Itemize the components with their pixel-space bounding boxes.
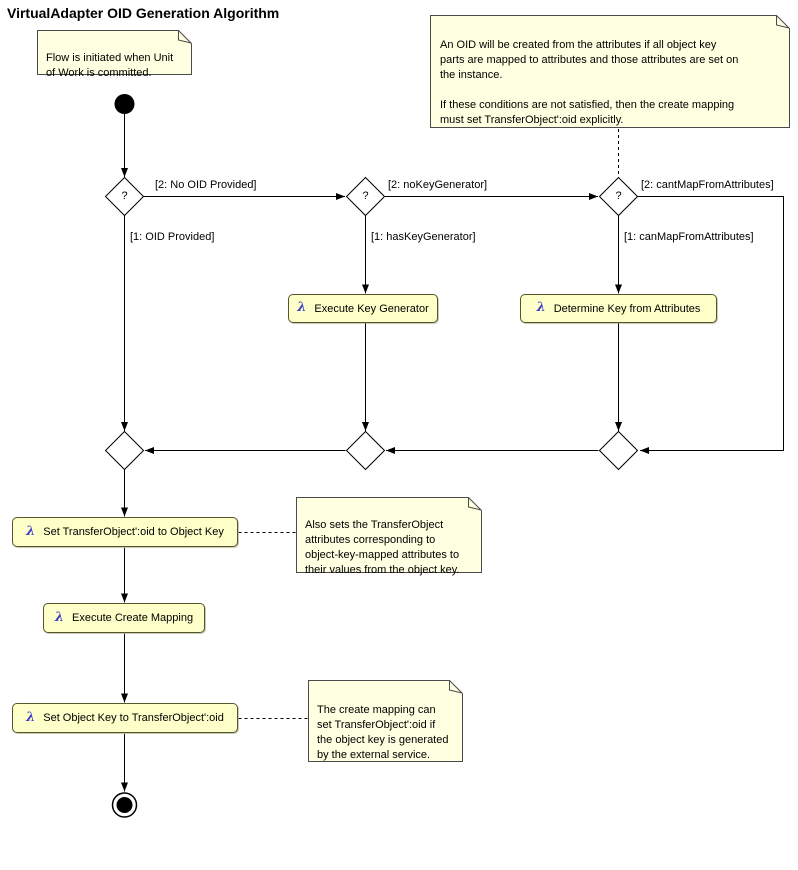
merge-node-1	[104, 430, 145, 471]
guard-label-no-key-generator: [2: noKeyGenerator]	[388, 179, 488, 191]
action-label: Determine Key from Attributes	[553, 302, 701, 315]
merge-node-2	[345, 430, 386, 471]
action-set-object-key-to-oid: λ Set Object Key to TransferObject':oid	[12, 703, 238, 733]
question-mark: ?	[362, 190, 369, 202]
action-label: Execute Key Generator	[314, 302, 429, 315]
note-anchor-edges	[238, 129, 619, 719]
guard-label-no-oid-provided: [2: No OID Provided]	[155, 179, 257, 191]
action-label: Execute Create Mapping	[72, 612, 194, 624]
decision-key-generator	[345, 176, 386, 217]
lambda-icon: λ	[297, 300, 307, 315]
note-create-mapping-can-set-oid: The create mapping can set TransferObjec…	[308, 680, 463, 762]
lambda-icon: λ	[536, 300, 546, 315]
diagram-title: VirtualAdapter OID Generation Algorithm	[7, 5, 280, 21]
action-label: Set Object Key to TransferObject':oid	[43, 712, 224, 724]
action-label: Set TransferObject':oid to Object Key	[43, 526, 224, 538]
action-set-oid-to-object-key: λ Set TransferObject':oid to Object Key	[12, 517, 238, 547]
note-fold-icon	[449, 680, 463, 694]
control-flow-edges	[121, 114, 784, 792]
note-flow-initiated: Flow is initiated when Unit of Work is c…	[37, 30, 192, 79]
edge-decision3-to-merge3	[637, 196, 784, 454]
note-fold-icon	[468, 497, 482, 511]
note-text: Flow is initiated when Unit of Work is c…	[46, 52, 174, 79]
lambda-icon: λ	[26, 523, 36, 539]
note-fold-icon	[178, 30, 192, 44]
note-text: The create mapping can set TransferObjec…	[317, 704, 449, 761]
guard-label-can-map-from-attributes: [1: canMapFromAttributes]	[624, 231, 754, 243]
lambda-icon: λ	[54, 609, 65, 625]
action-execute-create-mapping: λ Execute Create Mapping	[43, 603, 205, 633]
note-also-sets-attributes: Also sets the TransferObject attributes …	[296, 497, 482, 576]
guard-label-has-key-generator: [1: hasKeyGenerator]	[371, 231, 476, 243]
note-oid-creation-rule: An OID will be created from the attribut…	[430, 15, 790, 128]
note-fold-icon	[776, 15, 790, 29]
decision-map-from-attributes	[598, 176, 639, 217]
lambda-icon: λ	[26, 709, 36, 725]
action-determine-key-from-attributes: λ Determine Key from Attributes	[520, 294, 717, 323]
question-mark: ?	[121, 190, 128, 202]
guard-label-oid-provided: [1: OID Provided]	[130, 231, 215, 243]
decision-oid-provided	[104, 176, 145, 217]
guard-label-cant-map-from-attributes: [2: cantMapFromAttributes]	[641, 179, 774, 191]
note-text: Also sets the TransferObject attributes …	[305, 519, 460, 576]
final-node	[116, 797, 133, 813]
initial-node	[114, 94, 135, 114]
question-mark: ?	[615, 190, 622, 202]
note-text: An OID will be created from the attribut…	[440, 39, 739, 126]
merge-node-3	[598, 430, 639, 471]
action-execute-key-generator: λ Execute Key Generator	[288, 294, 438, 323]
